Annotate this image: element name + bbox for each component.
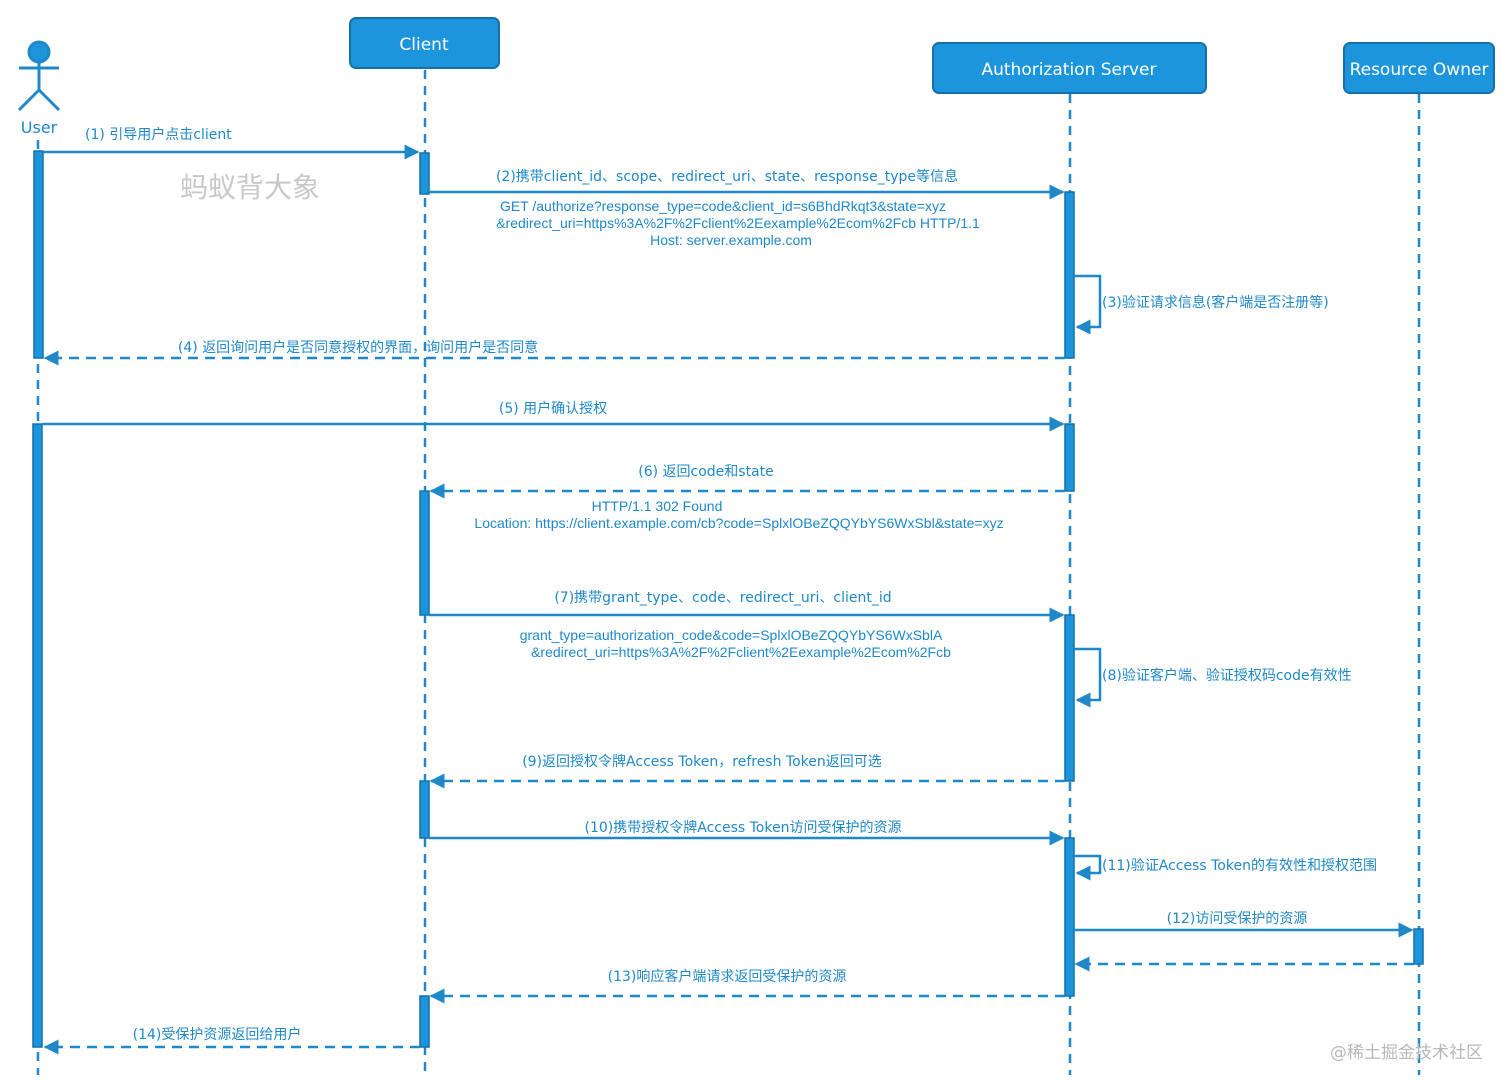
user-actor-icon [17,40,61,112]
message-6-detail-1: HTTP/1.1 302 Found [592,498,723,514]
watermark-text: 蚂蚁背大象 [180,171,320,204]
participant-resource-owner: Resource Owner [1343,42,1495,94]
message-6-detail-2: Location: https://client.example.com/cb?… [474,515,1003,531]
activation-client-4 [419,995,430,1048]
participant-auth-server-label: Authorization Server [981,60,1156,80]
arrow-3-self [1074,274,1102,335]
message-6-label: (6) 返回code和state [638,464,774,480]
participant-auth-server: Authorization Server [932,42,1207,94]
message-5-label: (5) 用户确认授权 [499,400,607,417]
message-8-label: (8)验证客户端、验证授权码code有效性 [1102,667,1352,684]
participant-user-label: User [21,118,58,137]
message-11-label: (11)验证Access Token的有效性和授权范围 [1102,857,1377,874]
activation-auth-4 [1064,837,1075,997]
message-9-label: (9)返回授权令牌Access Token，refresh Token返回可选 [522,753,882,770]
activation-auth-2 [1064,423,1075,492]
message-3-label: (3)验证请求信息(客户端是否注册等) [1102,294,1329,311]
participant-resource-owner-label: Resource Owner [1350,60,1489,80]
message-2-detail-2: &redirect_uri=https%3A%2F%2Fclient%2Eexa… [496,215,980,231]
participant-client-label: Client [399,35,449,55]
footer-text: @稀土掘金技术社区 [1330,1043,1483,1063]
arrow-8-self [1074,647,1102,708]
activation-client-3 [419,780,430,839]
message-7-label: (7)携带grant_type、code、redirect_uri、client… [554,590,891,606]
message-7-detail-1: grant_type=authorization_code&code=Splxl… [520,627,943,643]
message-2-detail-1: GET /authorize?response_type=code&client… [500,198,946,214]
arrow-11-self [1074,854,1102,881]
message-4-label: (4) 返回询问用户是否同意授权的界面，询问用户是否同意 [178,339,538,356]
message-12-label: (12)访问受保护的资源 [1167,911,1308,927]
activation-client-1 [419,152,430,195]
message-1-label: (1) 引导用户点击client [85,126,232,143]
activation-resource-owner [1413,928,1424,965]
message-2-detail-3: Host: server.example.com [650,232,812,248]
message-2-label: (2)携带client_id、scope、redirect_uri、state、… [496,168,958,185]
participant-client: Client [349,17,500,69]
message-13-label: (13)响应客户端请求返回受保护的资源 [608,968,847,985]
activation-user-1 [33,150,44,359]
activation-user-2 [32,423,43,1048]
message-14-label: (14)受保护资源返回给用户 [133,1026,302,1043]
message-10-label: (10)携带授权令牌Access Token访问受保护的资源 [585,819,902,836]
activation-auth-1 [1064,191,1075,359]
activation-client-2 [419,490,430,616]
message-7-detail-2: &redirect_uri=https%3A%2F%2Fclient%2Eexa… [531,644,951,660]
activation-auth-3 [1064,614,1075,782]
